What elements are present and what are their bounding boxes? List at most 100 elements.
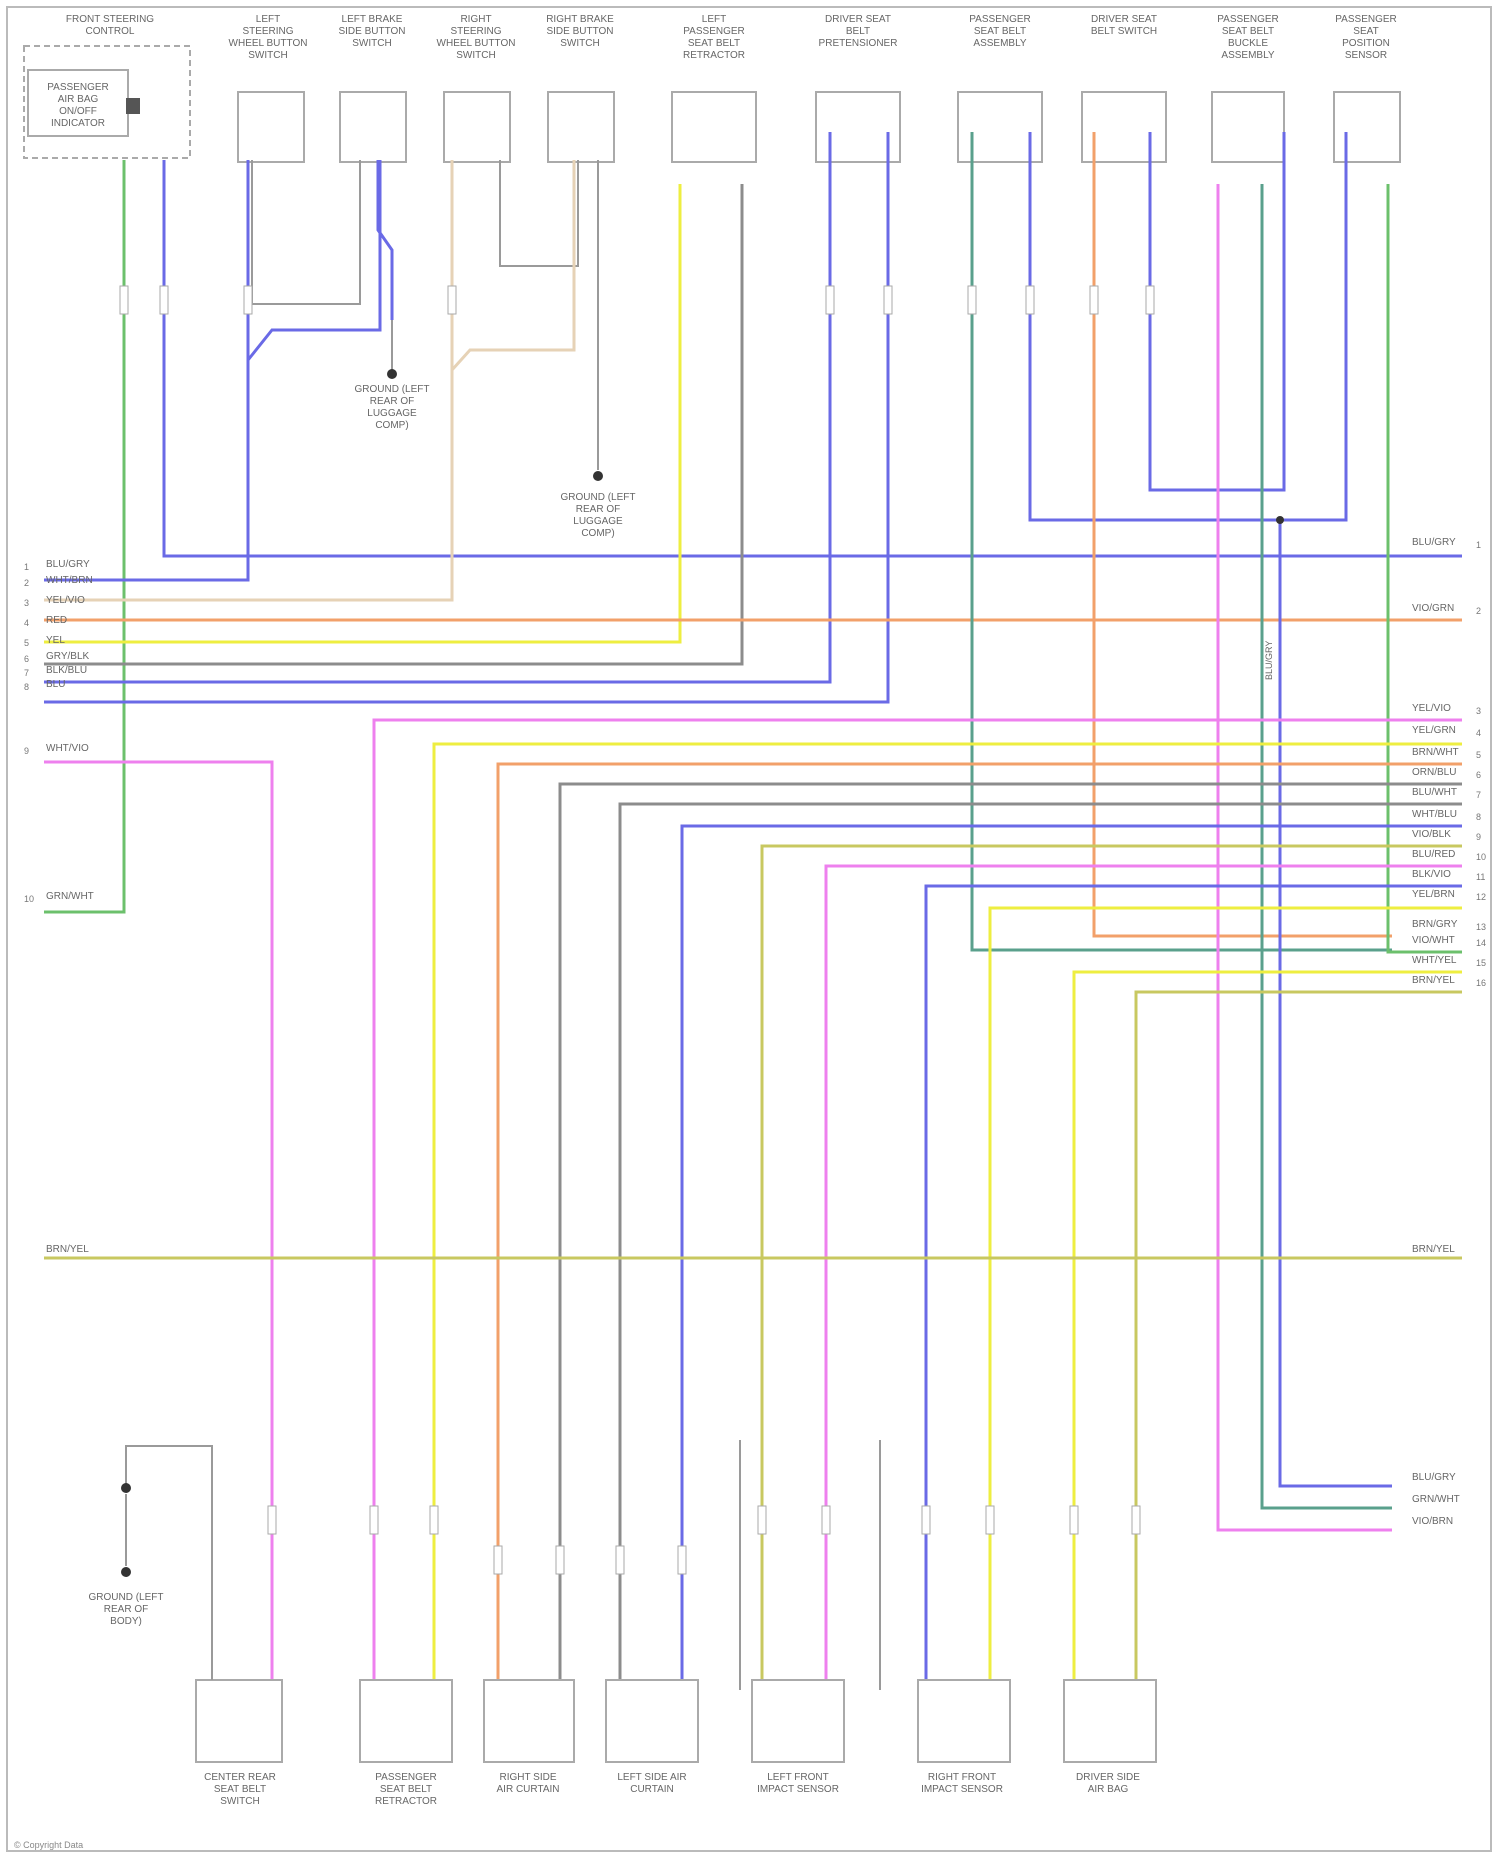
bottom-component-label: SWITCH [220, 1796, 259, 1807]
wire-label: ORN/BLU [1412, 767, 1456, 778]
top-component-label: STEERING [242, 26, 293, 37]
pin-number: 6 [24, 654, 29, 664]
wire-label: BRN/GRY [1412, 919, 1458, 930]
connector-pin [160, 286, 168, 314]
top-component-label: SWITCH [248, 50, 287, 61]
wire-label: BRN/WHT [1412, 747, 1459, 758]
wire [560, 784, 1462, 1690]
connector-pin [244, 286, 252, 314]
top-component-label: BUCKLE [1228, 38, 1268, 49]
wire-label: YEL/VIO [46, 595, 85, 606]
top-connector-box [1212, 92, 1284, 162]
bottom-connector-box [196, 1680, 282, 1762]
ground-label: LUGGAGE [573, 516, 623, 527]
pin-number: 11 [1476, 872, 1485, 882]
indicator-label: ON/OFF [59, 106, 97, 117]
ground-wire [500, 160, 578, 266]
wire-label: VIO/BRN [1412, 1516, 1453, 1527]
bottom-connector-box [752, 1680, 844, 1762]
connector-pin [370, 1506, 378, 1534]
top-component-label: FRONT STEERING [66, 14, 154, 25]
top-component-label: WHEEL BUTTON [437, 38, 516, 49]
wire-label: VIO/GRN [1412, 603, 1454, 614]
connector-pin [826, 286, 834, 314]
top-component-label: LEFT [256, 14, 280, 25]
top-component-label: SWITCH [456, 50, 495, 61]
bottom-component-label: IMPACT SENSOR [757, 1784, 839, 1795]
top-component-label: SENSOR [1345, 50, 1387, 61]
top-component-label: ASSEMBLY [973, 38, 1026, 49]
indicator-label: INDICATOR [51, 118, 105, 129]
pin-number: 8 [1476, 812, 1481, 822]
pin-number: 12 [1476, 892, 1486, 902]
wire-label: BRN/YEL [1412, 975, 1455, 986]
top-component-label: SWITCH [560, 38, 599, 49]
pin-number: 10 [1476, 852, 1486, 862]
top-component-label: DRIVER SEAT [1091, 14, 1157, 25]
indicator-label: AIR BAG [58, 94, 99, 105]
pin-number: 3 [1476, 706, 1481, 716]
top-component-label: RETRACTOR [683, 50, 745, 61]
connector-pin [1026, 286, 1034, 314]
wire-label: BLU/GRY [1412, 1472, 1456, 1483]
top-component-label: PASSENGER [1335, 14, 1397, 25]
top-component-label: PASSENGER [969, 14, 1031, 25]
footer-credit: © Copyright Data [14, 1840, 83, 1850]
connector-pin [494, 1546, 502, 1574]
wire-label: VIO/BLK [1412, 829, 1451, 840]
bottom-component-label: LEFT SIDE AIR [617, 1772, 686, 1783]
pin-number: 16 [1476, 978, 1486, 988]
top-component-label: PASSENGER [683, 26, 745, 37]
pin-number: 6 [1476, 770, 1481, 780]
wire-label: YEL [46, 635, 65, 646]
pin-number: 9 [24, 746, 29, 756]
wire-label: BLK/VIO [1412, 869, 1451, 880]
connector-pin [616, 1546, 624, 1574]
connector-pin [758, 1506, 766, 1534]
top-connector-box [238, 92, 304, 162]
connector-pin [1070, 1506, 1078, 1534]
top-component-label: STEERING [450, 26, 501, 37]
bottom-connector-box [1064, 1680, 1156, 1762]
top-component-label: SIDE BUTTON [338, 26, 405, 37]
wire-label: BLU/RED [1412, 849, 1455, 860]
connector-pin [1146, 286, 1154, 314]
top-component-label: CONTROL [86, 26, 135, 37]
wire [926, 886, 1462, 1690]
wire-label: WHT/YEL [1412, 955, 1457, 966]
connector-pin [922, 1506, 930, 1534]
pin-number: 15 [1476, 958, 1486, 968]
top-component-label: RIGHT BRAKE [546, 14, 614, 25]
pin-number: 3 [24, 598, 29, 608]
ground-wire [252, 160, 360, 304]
wire-label: GRN/WHT [46, 891, 94, 902]
wire [1136, 992, 1462, 1690]
connector-pin [986, 1506, 994, 1534]
wire [1074, 972, 1462, 1690]
wire-blu [44, 360, 248, 580]
wire-label: VIO/WHT [1412, 935, 1455, 946]
wire-label: GRY/BLK [46, 651, 89, 662]
bottom-component-label: SEAT BELT [380, 1784, 432, 1795]
bottom-connector-box [360, 1680, 452, 1762]
pin-number: 4 [24, 618, 29, 628]
ground-point-icon [387, 369, 397, 379]
ground-label: BODY) [110, 1616, 142, 1627]
wire [826, 866, 1462, 1690]
wire-grn [44, 160, 124, 912]
ground-wire [126, 1446, 212, 1680]
splice-icon [1276, 516, 1284, 524]
wire-label: BLU/GRY [1412, 537, 1456, 548]
bottom-component-label: IMPACT SENSOR [921, 1784, 1003, 1795]
connector-pin [448, 286, 456, 314]
ground-label: GROUND (LEFT [89, 1592, 164, 1603]
top-connector-box [340, 92, 406, 162]
top-component-label: BELT [846, 26, 870, 37]
ground-point-icon [121, 1483, 131, 1493]
bottom-component-label: RIGHT FRONT [928, 1772, 996, 1783]
connector-pin [268, 1506, 276, 1534]
wire-label: BRN/YEL [46, 1244, 89, 1255]
top-component-label: SEAT BELT [1222, 26, 1274, 37]
